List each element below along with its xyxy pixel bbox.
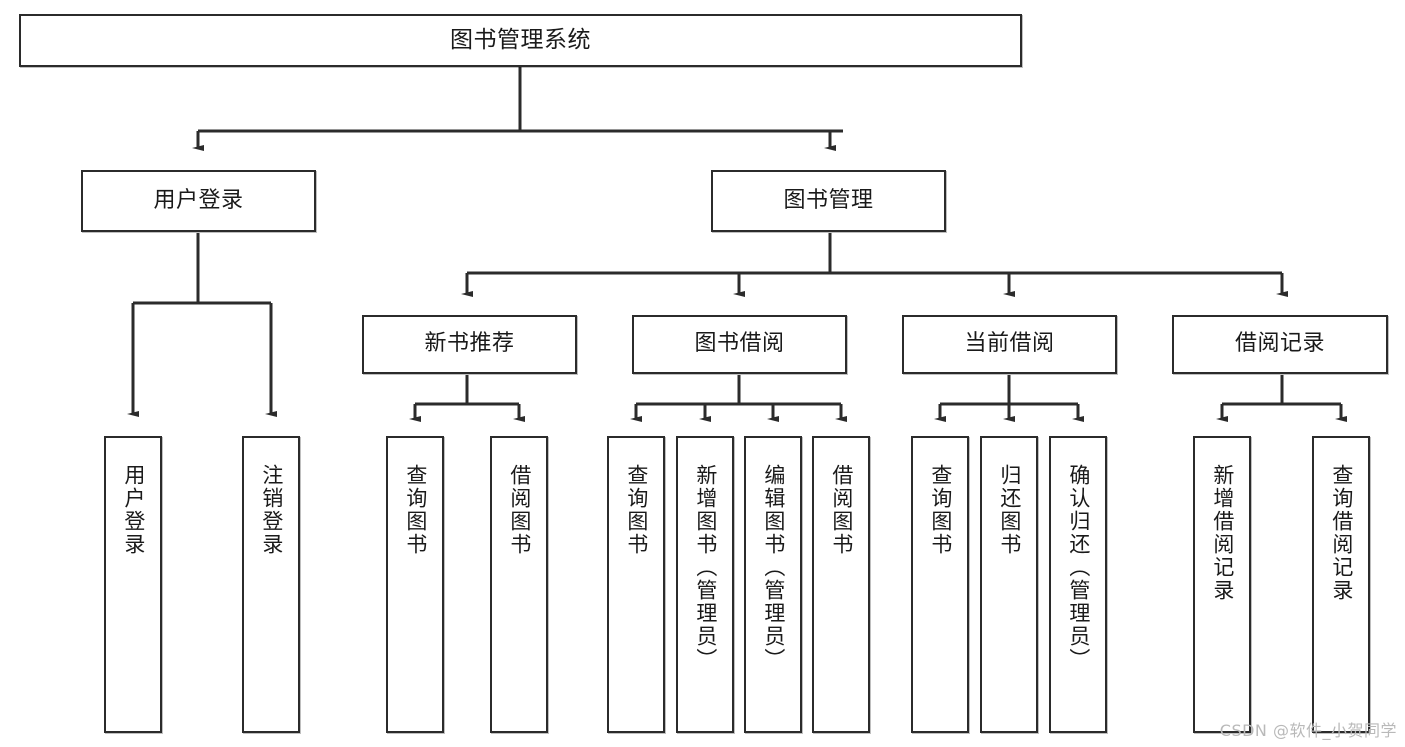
node-label: 新增借阅记录 [1210,464,1235,602]
leaf-user-login[interactable]: 用户登录 [104,436,162,733]
node-label: 确认归还（管理员） [1066,464,1091,671]
node-label: 借阅图书 [507,464,532,556]
node-label: 查询借阅记录 [1329,464,1354,602]
node-label: 新书推荐 [424,331,515,357]
node-label: 查询图书 [403,464,428,556]
node-label: 注销登录 [259,464,284,556]
node-label: 借阅记录 [1234,331,1325,357]
node-label: 新增图书（管理员） [693,464,718,671]
node-label: 归还图书 [997,464,1022,556]
leaf-borrow-book[interactable]: 借阅图书 [812,436,870,733]
leaf-query-book-current[interactable]: 查询图书 [911,436,969,733]
leaf-return-book[interactable]: 归还图书 [980,436,1038,733]
leaf-confirm-return-admin[interactable]: 确认归还（管理员） [1049,436,1107,733]
node-label: 查询图书 [928,464,953,556]
leaf-borrow-book-new[interactable]: 借阅图书 [490,436,548,733]
node-current-borrow[interactable]: 当前借阅 [902,315,1117,374]
leaf-query-book-borrow[interactable]: 查询图书 [607,436,665,733]
leaf-query-book-new[interactable]: 查询图书 [386,436,444,733]
node-borrow-record[interactable]: 借阅记录 [1172,315,1388,374]
leaf-query-borrow-record[interactable]: 查询借阅记录 [1312,436,1370,733]
csdn-watermark: CSDN @软件_小贺同学 [1219,721,1397,740]
node-book-borrow[interactable]: 图书借阅 [632,315,847,374]
node-label: 用户登录 [153,187,244,213]
node-label: 图书管理系统 [450,26,591,53]
node-user-login[interactable]: 用户登录 [81,170,316,232]
node-label: 查询图书 [624,464,649,556]
leaf-add-book-admin[interactable]: 新增图书（管理员） [676,436,734,733]
leaf-edit-book-admin[interactable]: 编辑图书（管理员） [744,436,802,733]
node-label: 图书管理 [783,187,874,213]
leaf-add-borrow-record[interactable]: 新增借阅记录 [1193,436,1251,733]
node-label: 当前借阅 [964,331,1055,357]
leaf-logout[interactable]: 注销登录 [242,436,300,733]
node-label: 图书借阅 [694,331,785,357]
node-new-book-recommend[interactable]: 新书推荐 [362,315,577,374]
node-book-management[interactable]: 图书管理 [711,170,946,232]
node-label: 用户登录 [121,464,146,556]
node-label: 编辑图书（管理员） [761,464,786,671]
node-label: 借阅图书 [829,464,854,556]
node-root-system[interactable]: 图书管理系统 [19,14,1022,67]
